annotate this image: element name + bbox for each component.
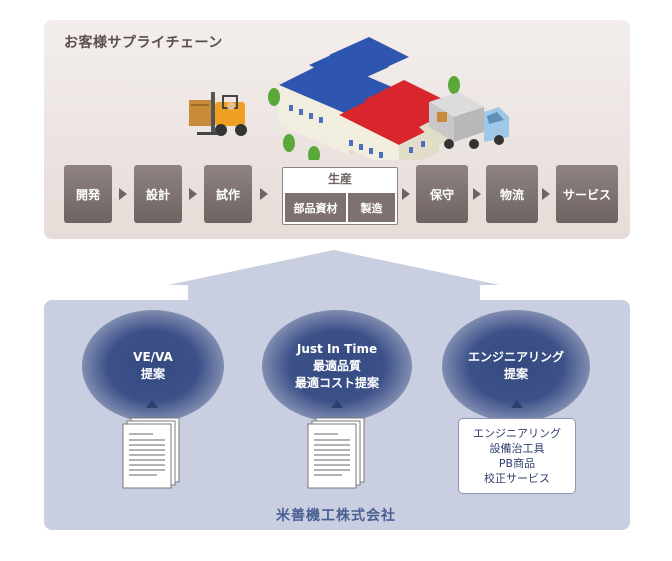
flow-arrow-icon xyxy=(260,188,268,200)
step-service: サービス xyxy=(556,165,618,223)
engineering-item: PB商品 xyxy=(498,457,536,470)
step-maintenance: 保守 xyxy=(416,165,468,223)
document-stack-icon xyxy=(122,417,180,489)
production-manufacturing: 製造 xyxy=(348,193,395,222)
production-parts-materials: 部品資材 xyxy=(285,193,346,222)
truck-icon xyxy=(429,92,509,149)
step-development: 開発 xyxy=(64,165,112,223)
up-triangle-icon xyxy=(511,400,523,408)
forklift-icon xyxy=(189,92,247,136)
up-triangle-icon xyxy=(331,400,343,408)
step-design: 設計 xyxy=(134,165,182,223)
supply-chain-panel: お客様サプライチェーン xyxy=(44,20,630,239)
step-production: 生産 部品資材 製造 xyxy=(282,167,398,225)
production-label: 生産 xyxy=(327,172,352,186)
flow-arrow-icon xyxy=(542,188,550,200)
supply-chain-title: お客様サプライチェーン xyxy=(64,35,223,51)
supply-chain-illustration xyxy=(189,37,509,160)
roof-arrow xyxy=(168,250,500,302)
document-stack-icon xyxy=(307,417,365,489)
company-name: 米善機工株式会社 xyxy=(276,508,396,524)
flow-arrow-icon xyxy=(119,188,127,200)
step-prototype: 試作 xyxy=(204,165,252,223)
step-logistics: 物流 xyxy=(486,165,538,223)
up-triangle-icon xyxy=(146,400,158,408)
engineering-item: 校正サービス xyxy=(484,472,550,485)
engineering-item: 設備治工具 xyxy=(489,442,545,455)
engineering-services-box: エンジニアリング 設備治工具 PB商品 校正サービス xyxy=(458,418,576,494)
flow-arrow-icon xyxy=(189,188,197,200)
flow-arrow-icon xyxy=(473,188,481,200)
flow-arrow-icon xyxy=(402,188,410,200)
engineering-item: エンジニアリング xyxy=(473,427,561,440)
